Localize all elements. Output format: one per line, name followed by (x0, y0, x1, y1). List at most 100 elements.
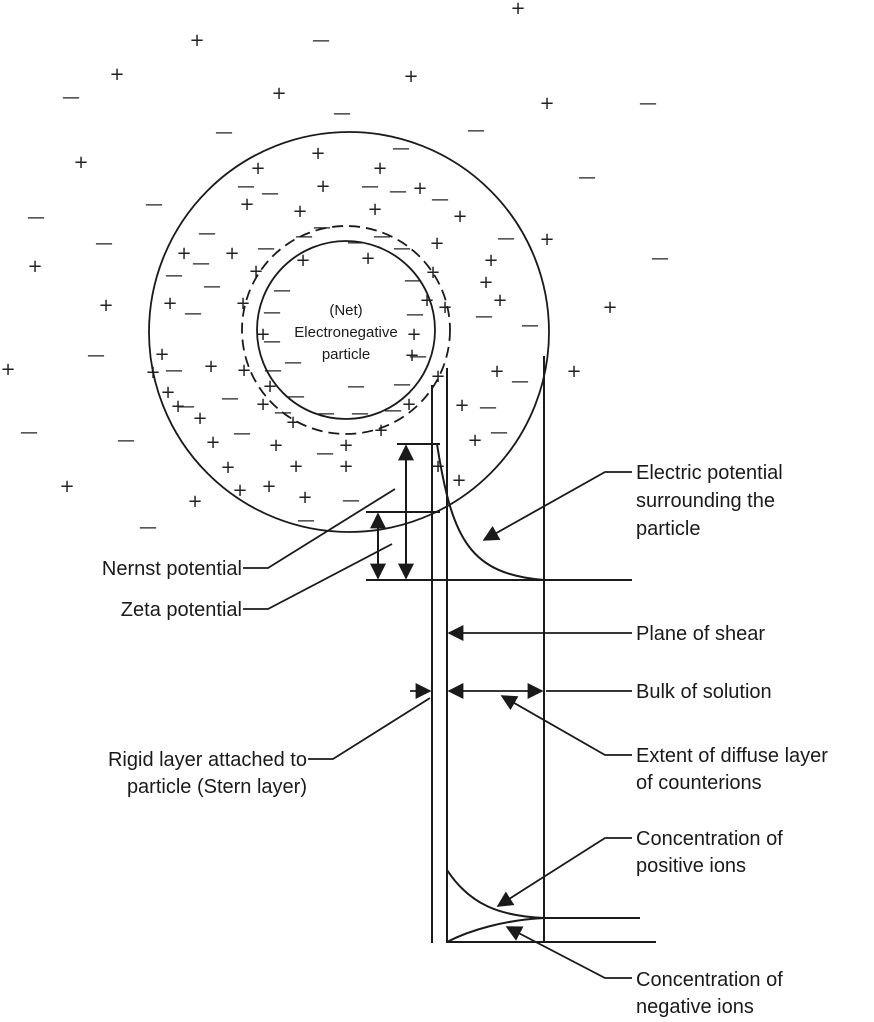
positive-charge: + (27, 256, 42, 277)
negative-charge: — (237, 176, 255, 197)
positive-charge: + (73, 152, 88, 173)
positive-charge: + (98, 295, 113, 316)
positive-charge: + (406, 324, 421, 345)
positive-charge: + (59, 476, 74, 497)
positive-charge: + (232, 480, 247, 501)
positive-charge: + (310, 143, 325, 164)
rigid-layer-label-2: particle (Stern layer) (127, 776, 307, 798)
positive-charge: + (429, 233, 444, 254)
diffuse-layer-boundary (148, 131, 550, 533)
particle-label-line3: particle (322, 346, 370, 363)
negative-charge: — (404, 270, 422, 291)
positive-charge: + (268, 435, 283, 456)
negative-charge: — (287, 386, 305, 407)
positive-charge: + (566, 361, 581, 382)
positive-charge: + (539, 93, 554, 114)
negative-charge: — (511, 371, 529, 392)
negative-charge: — (333, 103, 351, 124)
negative-charge: — (316, 443, 334, 464)
positive-charge: + (154, 344, 169, 365)
positive-charge: + (412, 178, 427, 199)
negative-charge: — (393, 374, 411, 395)
negative-charge: — (431, 189, 449, 210)
extent-leader (500, 695, 632, 756)
positive-charge: + (467, 430, 482, 451)
positive-charge: + (372, 158, 387, 179)
positive-ions-label-1: Concentration of (636, 828, 783, 850)
negative-charge: — (389, 181, 407, 202)
negative-charge: — (409, 346, 427, 367)
positive-charge: + (192, 408, 207, 429)
nernst-leader (243, 488, 396, 569)
negative-charge: — (373, 226, 391, 247)
negative-charge: — (257, 238, 275, 259)
positive-charge: + (478, 272, 493, 293)
negative-charge: — (497, 228, 515, 249)
positive-charge: + (162, 293, 177, 314)
zeta-leader (243, 543, 393, 610)
negative-charge: — (139, 517, 157, 538)
positive-charge: + (454, 395, 469, 416)
positive-charge: + (360, 248, 375, 269)
negative-charge: — (215, 122, 233, 143)
positive-charge: + (160, 382, 175, 403)
stern-layer-boundary (241, 225, 451, 435)
negative-charge: — (384, 400, 402, 421)
positive-charge: + (248, 261, 263, 282)
positive-charge: + (255, 324, 270, 345)
positive-charge: + (220, 457, 235, 478)
negative-charge: — (263, 331, 281, 352)
positive-charge: + (109, 64, 124, 85)
positive-charge: + (489, 361, 504, 382)
positive-charge: + (403, 66, 418, 87)
positive-charge: + (315, 176, 330, 197)
negative-charge: — (145, 194, 163, 215)
ion-charges: + + + + + + + + + + + + + + + + + + + + + + + + + + + + + + + + + + + + + + + +… (0, 0, 669, 538)
negative-charge: — (62, 87, 80, 108)
electric-potential-label-1: Electric potential (636, 462, 783, 484)
positive-charge: + (176, 243, 191, 264)
negative-charge: — (117, 430, 135, 451)
negative-charge: — (192, 253, 210, 274)
extent-label-2: of counterions (636, 772, 762, 794)
positive-charge: + (602, 297, 617, 318)
positive-charge: + (187, 491, 202, 512)
electric-potential-leader (482, 471, 632, 541)
positive-charge: + (373, 420, 388, 441)
particle-label-line1: (Net) (329, 302, 362, 319)
negative-charge: — (479, 397, 497, 418)
positive-charge: + (236, 360, 251, 381)
negative-charge: — (20, 422, 38, 443)
positive-charge: + (297, 487, 312, 508)
rigid-layer-leader (308, 697, 431, 760)
positive-charge: + (224, 243, 239, 264)
negative-charge: — (347, 376, 365, 397)
particle-surface (256, 240, 436, 420)
negative-charge: — (177, 396, 195, 417)
negative-charge: — (317, 403, 335, 424)
bulk-of-solution-label: Bulk of solution (636, 681, 772, 703)
negative-charge: — (467, 120, 485, 141)
positive-charge: + (203, 356, 218, 377)
rigid-layer-label-1: Rigid layer attached to (108, 749, 307, 771)
negative-charge: — (263, 302, 281, 323)
zeta-potential-label: Zeta potential (121, 599, 242, 621)
positive-charge: + (239, 194, 254, 215)
positive-charge: + (492, 290, 507, 311)
positive-charge: + (255, 394, 270, 415)
negative-charge: — (273, 280, 291, 301)
negative-charge: — (261, 183, 279, 204)
negative-charge: — (490, 422, 508, 443)
positive-charge: + (261, 476, 276, 497)
positive-charge: + (510, 0, 525, 19)
plane-of-shear-label: Plane of shear (636, 623, 765, 645)
positive-charge: + (250, 158, 265, 179)
electric-potential-label-2: surrounding the (636, 490, 775, 512)
positive-charge: + (271, 83, 286, 104)
negative-charge: — (264, 360, 282, 381)
negative-charge: — (198, 223, 216, 244)
positive-charge: + (483, 250, 498, 271)
negative-ions-label-2: negative ions (636, 996, 754, 1018)
negative-charge: — (165, 265, 183, 286)
negative-ions-label-1: Concentration of (636, 969, 783, 991)
